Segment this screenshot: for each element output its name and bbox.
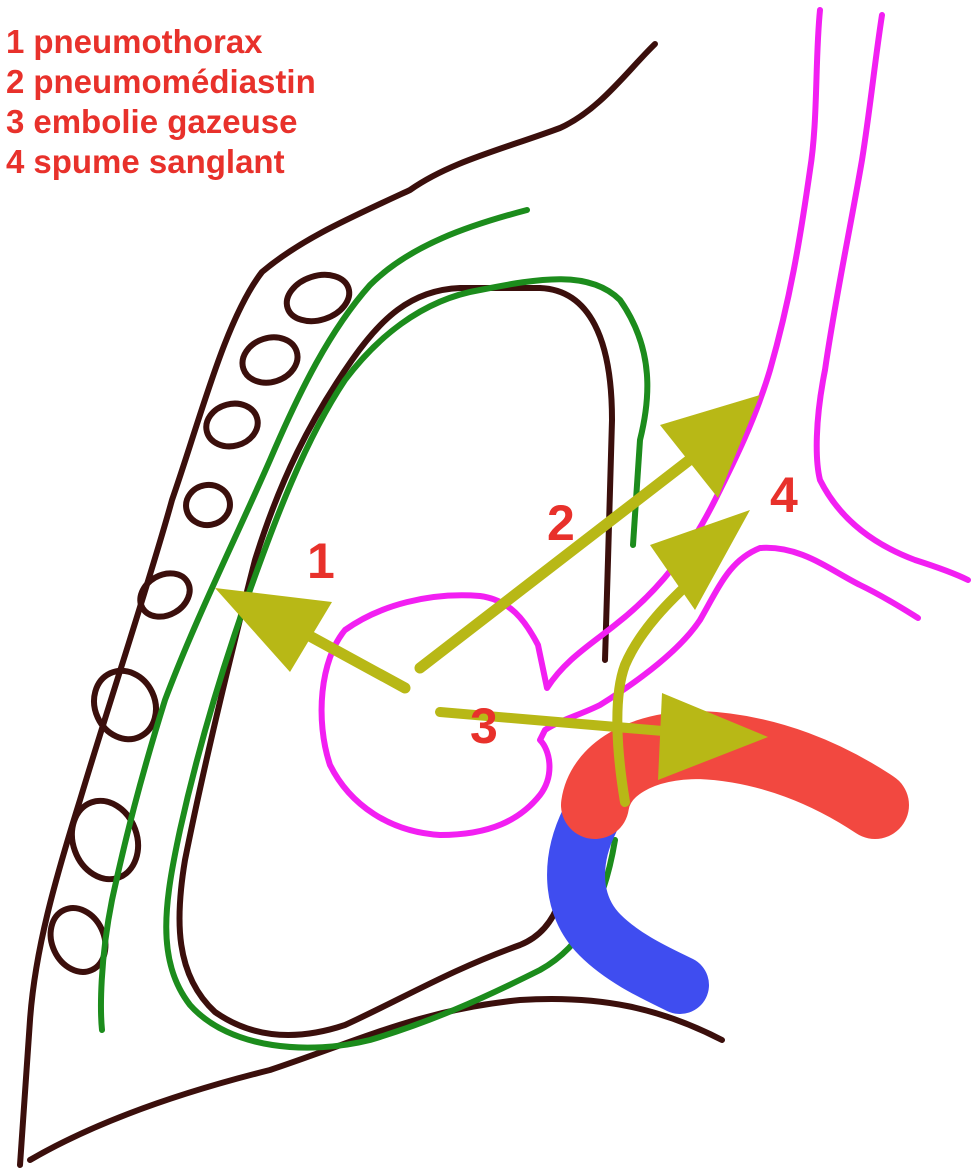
lung-outline — [179, 288, 612, 1035]
legend-label: spume sanglant — [33, 143, 284, 180]
trachea-right-wall — [817, 15, 968, 580]
marker-1: 1 — [307, 533, 335, 589]
marker-3: 3 — [470, 698, 498, 754]
chest-wall-outer — [20, 44, 722, 1165]
rib — [132, 565, 197, 626]
marker-4: 4 — [770, 467, 798, 523]
legend-number: 4 — [6, 143, 24, 180]
legend-label: embolie gazeuse — [33, 103, 297, 140]
rib — [183, 481, 233, 528]
marker-2: 2 — [547, 495, 575, 551]
legend-label: pneumomédiastin — [33, 63, 315, 100]
legend-number: 2 — [6, 63, 24, 100]
rib — [201, 398, 262, 452]
legend-number: 1 — [6, 23, 24, 60]
rib — [237, 330, 304, 389]
artery — [595, 745, 875, 805]
legend-number: 3 — [6, 103, 24, 140]
arrow-2-head — [660, 395, 760, 498]
legend-label: pneumothorax — [33, 23, 262, 60]
vein — [576, 820, 680, 985]
